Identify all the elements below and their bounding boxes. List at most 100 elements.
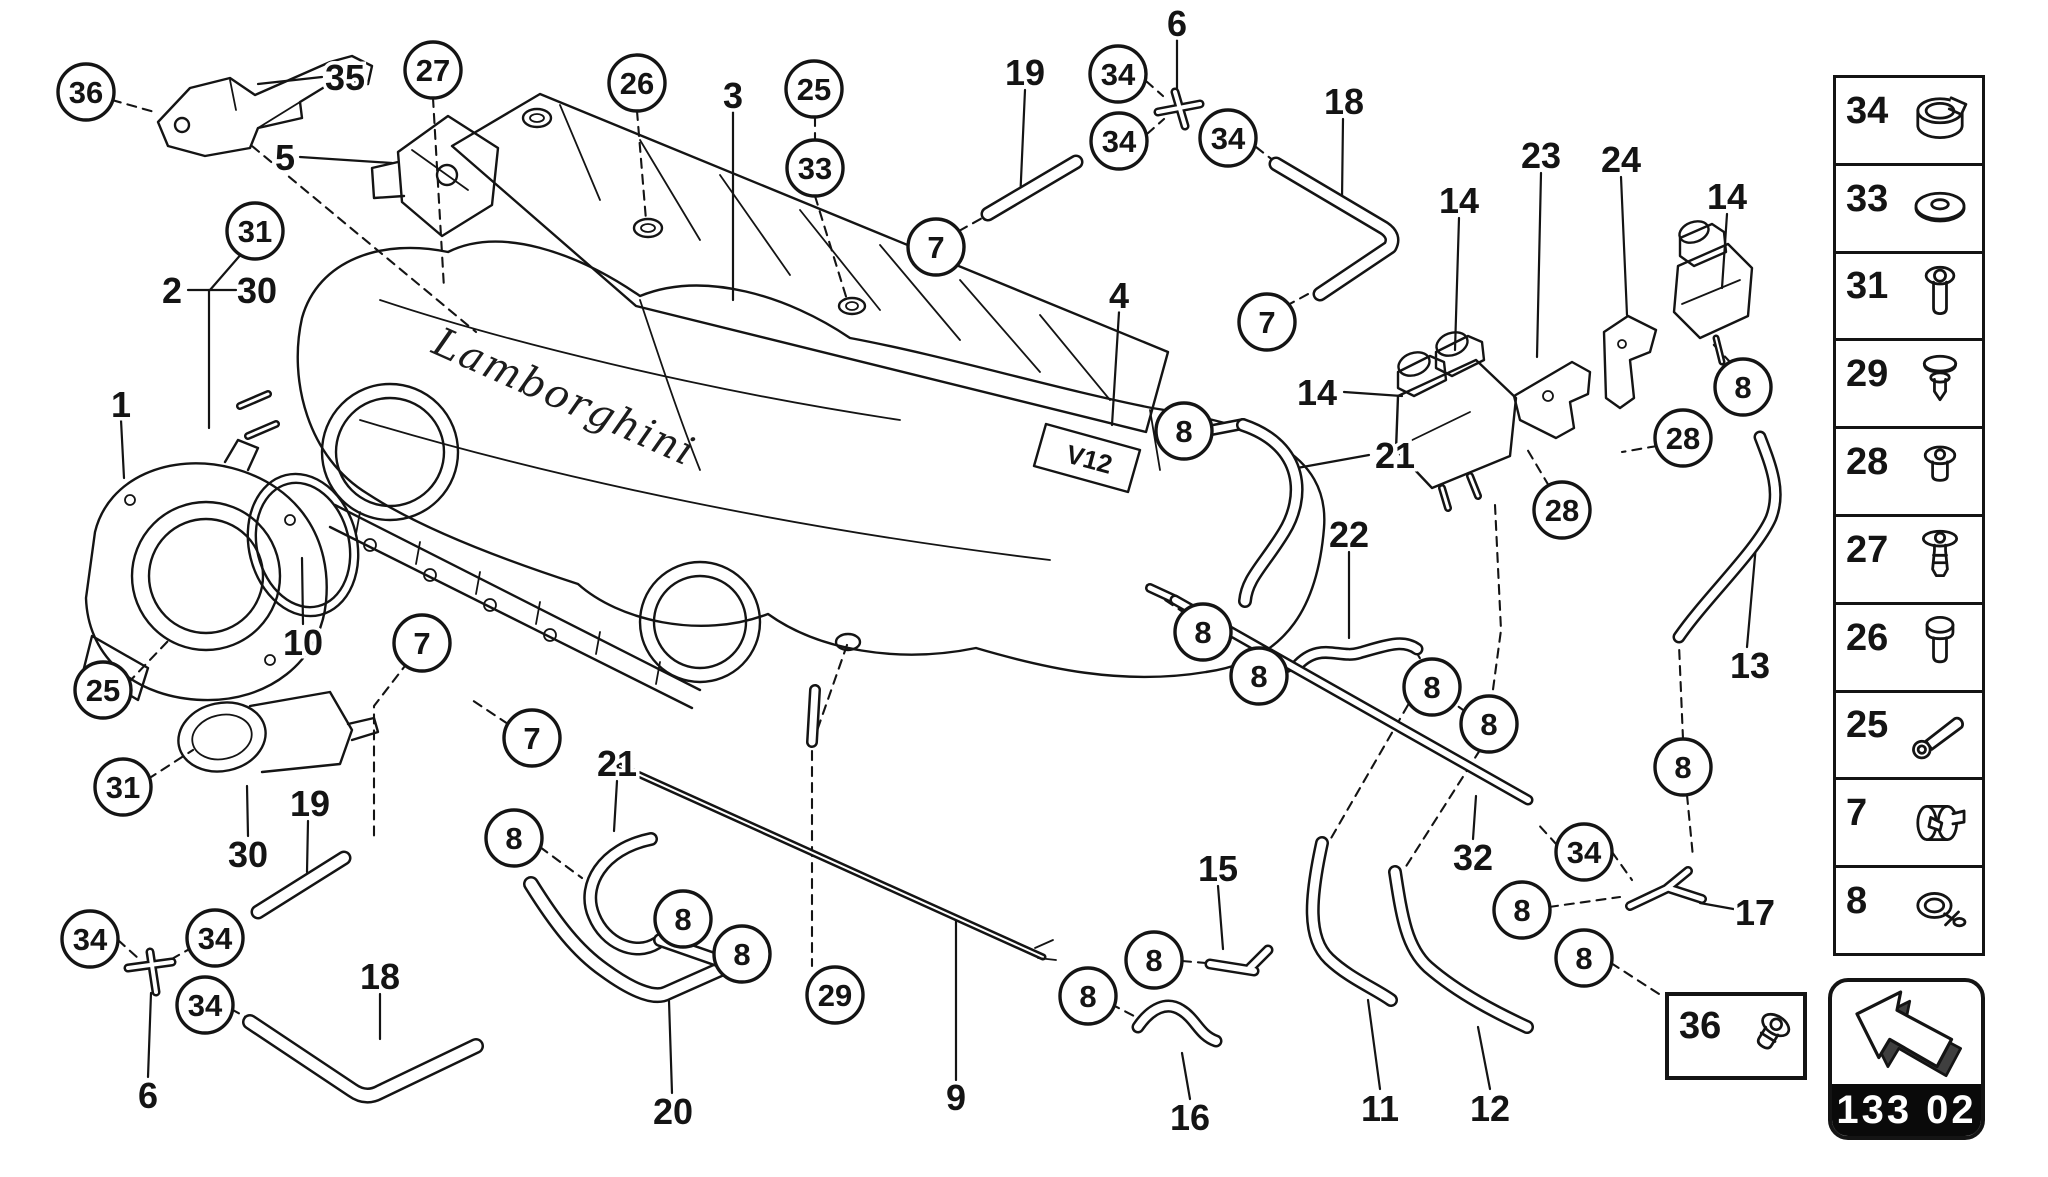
pipe-clamp-icon <box>1898 786 1982 860</box>
callout-8: 8 <box>653 889 713 949</box>
svg-text:31: 31 <box>106 770 140 805</box>
svg-text:7: 7 <box>1258 305 1275 340</box>
svg-text:8: 8 <box>1145 943 1162 978</box>
callout-25: 25 <box>73 660 133 720</box>
legend-number: 28 <box>1846 441 1889 484</box>
legend-row-7: 7 <box>1836 777 1982 865</box>
part-label-19: 19 <box>1005 52 1045 93</box>
part-label-16: 16 <box>1170 1097 1210 1138</box>
washer-screw-icon <box>1898 522 1982 596</box>
fuel-rail-runners <box>328 503 702 710</box>
svg-text:8: 8 <box>1575 941 1592 976</box>
callout-31: 31 <box>225 201 285 261</box>
back-arrow-icon <box>1832 982 1981 1084</box>
socket-screw-icon <box>1898 259 1982 333</box>
legend-row-34: 34 <box>1836 78 1982 163</box>
part-label-13: 13 <box>1730 645 1770 686</box>
oring-part10 <box>246 472 360 618</box>
callout-8: 8 <box>1058 966 1118 1026</box>
part-label-6: 6 <box>138 1075 158 1116</box>
svg-text:34: 34 <box>198 921 233 956</box>
part-label-14: 14 <box>1297 372 1337 413</box>
legend-row-29: 29 <box>1836 338 1982 426</box>
part-label-3: 3 <box>723 75 743 116</box>
legend-row-27: 27 <box>1836 513 1982 602</box>
legend-number: 34 <box>1846 89 1889 132</box>
part-label-9: 9 <box>946 1077 966 1118</box>
callout-34: 34 <box>175 975 235 1035</box>
svg-text:34: 34 <box>1211 121 1246 156</box>
v12-badge-text: V12 <box>1063 439 1115 480</box>
svg-text:27: 27 <box>416 53 450 88</box>
part-label-24: 24 <box>1601 139 1641 180</box>
callout-8: 8 <box>1653 737 1713 797</box>
svg-text:8: 8 <box>505 821 522 856</box>
legend-number: 27 <box>1846 528 1889 571</box>
inset-part36-box: 36 <box>1665 992 1807 1080</box>
svg-text:8: 8 <box>1734 370 1751 405</box>
v12-badge: V12 <box>1032 422 1142 494</box>
washer-icon <box>1898 171 1982 245</box>
callout-28: 28 <box>1653 408 1713 468</box>
svg-text:7: 7 <box>413 626 430 661</box>
callout-7: 7 <box>1237 292 1297 352</box>
legend-number: 26 <box>1846 616 1889 659</box>
callout-33: 33 <box>785 138 845 198</box>
svg-text:36: 36 <box>69 75 103 110</box>
part-label-32: 32 <box>1453 837 1493 878</box>
callout-34: 34 <box>1198 108 1258 168</box>
single-solenoid-valve-part14 <box>1672 220 1754 366</box>
part-label-35: 35 <box>325 57 365 98</box>
part-label-23: 23 <box>1521 135 1561 176</box>
svg-text:8: 8 <box>674 902 691 937</box>
legend-row-8: 8 <box>1836 865 1982 953</box>
spring-clamp-icon <box>1898 874 1982 948</box>
callout-8: 8 <box>484 808 544 868</box>
part-label-30: 30 <box>228 834 268 875</box>
part-label-20: 20 <box>653 1091 693 1132</box>
svg-text:7: 7 <box>523 721 540 756</box>
svg-text:8: 8 <box>1250 659 1267 694</box>
svg-text:26: 26 <box>620 66 654 101</box>
callout-8: 8 <box>1459 694 1519 754</box>
grommet-screw-icon <box>1898 347 1982 421</box>
callout-8: 8 <box>1173 602 1233 662</box>
callout-8: 8 <box>712 924 772 984</box>
callout-34: 34 <box>60 909 120 969</box>
callout-34: 34 <box>185 908 245 968</box>
callout-8: 8 <box>1154 401 1214 461</box>
legend-number: 31 <box>1846 265 1889 308</box>
callout-25: 25 <box>784 59 844 119</box>
svg-text:34: 34 <box>188 988 223 1023</box>
legend-row-31: 31 <box>1836 250 1982 339</box>
svg-text:7: 7 <box>927 230 944 265</box>
svg-text:33: 33 <box>798 151 832 186</box>
part-label-14: 14 <box>1707 176 1747 217</box>
callout-8: 8 <box>1492 880 1552 940</box>
callout-36: 36 <box>56 62 116 122</box>
callout-8: 8 <box>1229 646 1289 706</box>
part-label-19: 19 <box>290 783 330 824</box>
legend-number: 25 <box>1846 704 1889 747</box>
legend-number: 29 <box>1846 353 1889 396</box>
part-label-17: 17 <box>1735 892 1775 933</box>
retaining-bracket-part35 <box>156 54 374 158</box>
part-label-21: 21 <box>1375 435 1415 476</box>
part-label-14: 14 <box>1439 180 1479 221</box>
legend-number: 8 <box>1846 880 1868 923</box>
part-label-11: 11 <box>1361 1088 1399 1129</box>
part-label-21: 21 <box>597 743 637 784</box>
callout-8: 8 <box>1124 930 1184 990</box>
part-label-10: 10 <box>283 622 323 663</box>
long-bolt-icon <box>1898 698 1982 772</box>
part-label-15: 15 <box>1198 848 1238 889</box>
brand-script: Lamborghini <box>425 319 702 476</box>
svg-text:8: 8 <box>1513 893 1530 928</box>
svg-text:28: 28 <box>1666 421 1700 456</box>
svg-text:34: 34 <box>1567 835 1602 870</box>
part-label-6: 6 <box>1167 3 1187 44</box>
callout-28: 28 <box>1532 480 1592 540</box>
